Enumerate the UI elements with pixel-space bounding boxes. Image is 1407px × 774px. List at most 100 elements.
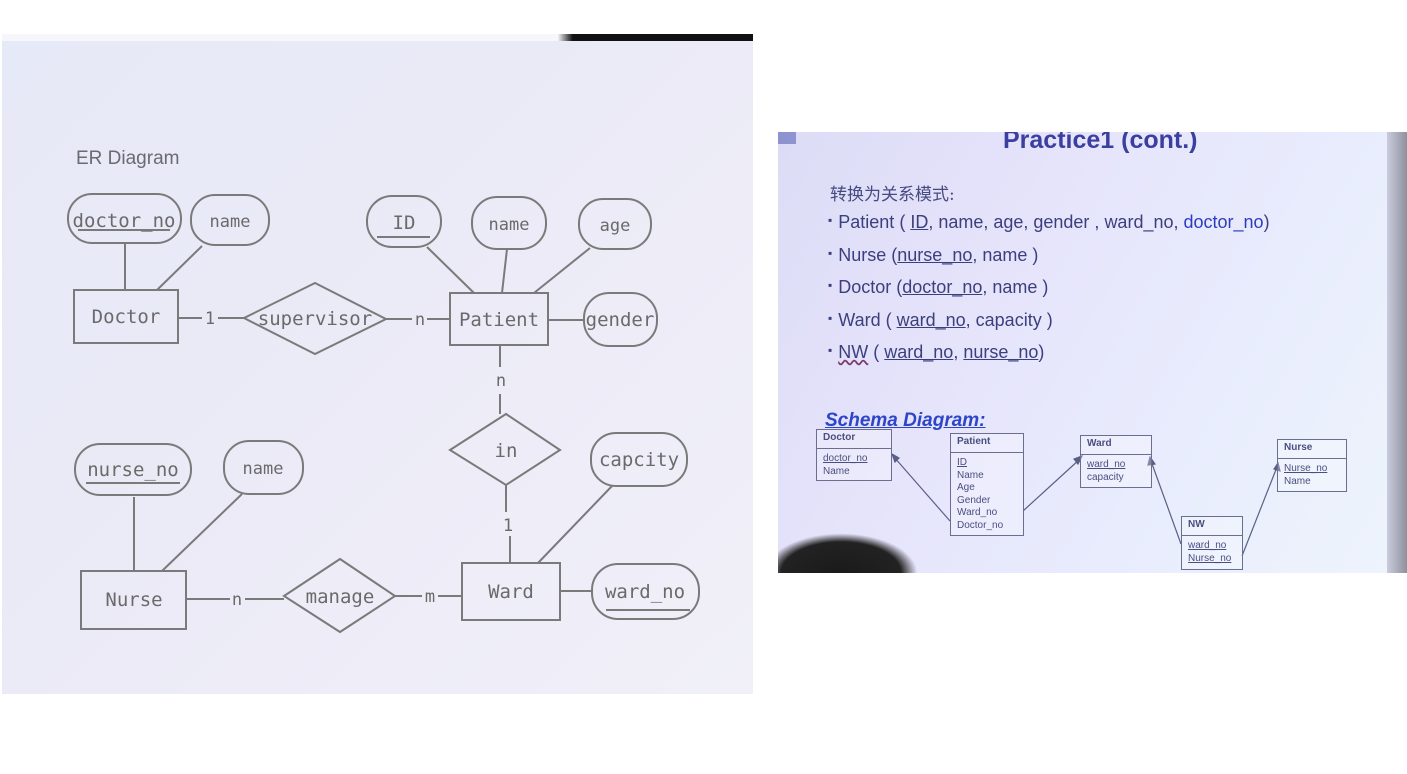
entity-nurse-label: Nurse — [105, 589, 162, 611]
entity-ward-label: Ward — [488, 581, 534, 603]
primary-key: doctor_no — [902, 277, 983, 297]
attr-id — [366, 195, 442, 248]
attr-ward-no — [591, 563, 700, 620]
attributes: , capacity ) — [965, 309, 1053, 330]
schema-field: ward_no — [1188, 540, 1227, 551]
relationship-manage-label: manage — [306, 586, 375, 608]
attr-gender — [583, 292, 658, 347]
slide-corner-mark — [778, 132, 796, 144]
schema-field: Gender — [957, 494, 991, 506]
screen-edge — [1387, 132, 1407, 573]
line-patient-name — [501, 248, 508, 294]
schema-field: capacity — [1087, 471, 1124, 483]
attr-patient-name-label: name — [489, 215, 530, 235]
fk-patient-ward — [1022, 458, 1081, 512]
line-ward-capacity — [537, 485, 613, 564]
entity-doctor-label: Doctor — [92, 306, 161, 328]
paren: ( — [880, 309, 897, 330]
schema-table-fields: ward_no capacity — [1081, 455, 1151, 486]
entity-nurse — [80, 570, 187, 630]
schema-field: Age — [957, 482, 975, 493]
slide-subtitle: 转换为关系模式: — [830, 185, 955, 205]
relation-list: Patient ( ID, name, age, gender , ward_n… — [828, 212, 1270, 375]
attr-capacity-label: capcity — [599, 449, 679, 471]
relation-name: Ward — [838, 309, 881, 330]
card-manage-ward: m — [425, 587, 435, 607]
foreign-key: ward_no — [1104, 212, 1174, 232]
schema-table-header: Nurse — [1278, 440, 1346, 459]
relation-ward: Ward ( ward_no, capacity ) — [828, 310, 1270, 343]
attr-gender-label: gender — [586, 309, 655, 331]
attr-patient-name — [471, 196, 547, 250]
attributes: , name ) — [982, 277, 1049, 297]
schema-table-fields: ward_no Nurse_no — [1182, 536, 1242, 567]
schema-table-header: NW — [1182, 517, 1242, 536]
card-patient-in: n — [496, 371, 506, 391]
card-nurse-manage: n — [232, 590, 242, 610]
schema-table-nurse: Nurse Nurse_no Name — [1277, 439, 1347, 492]
foreground-obstruction — [778, 533, 918, 573]
schema-table-header: Ward — [1081, 436, 1151, 455]
paren: ( — [894, 212, 911, 232]
entity-patient-label: Patient — [459, 309, 539, 331]
relationship-in — [448, 412, 562, 487]
entity-doctor — [73, 289, 179, 344]
schema-table-header: Doctor — [817, 430, 891, 449]
schema-field: Nurse_no — [1284, 463, 1328, 474]
paren: ( — [868, 342, 885, 362]
attr-ward-no-label: ward_no — [605, 581, 685, 603]
schema-field: Ward_no — [957, 507, 998, 518]
primary-key: nurse_no — [897, 244, 973, 265]
card-supervisor-patient: n — [415, 310, 425, 330]
arrow-head — [890, 452, 900, 464]
relation-name: Patient — [838, 212, 895, 232]
relation-name: Doctor — [838, 277, 892, 297]
paren: ( — [891, 277, 903, 297]
relation-nw: NW ( ward_no, nurse_no) — [828, 342, 1270, 375]
attr-age — [578, 198, 652, 250]
separator: , — [953, 342, 964, 362]
line-patient-age — [533, 247, 591, 294]
schema-title: Schema Diagram: — [825, 410, 986, 431]
separator: , — [1173, 212, 1184, 232]
card-in-ward: 1 — [503, 516, 513, 536]
schema-field: doctor_no — [823, 453, 868, 464]
schema-field: ward_no — [1087, 459, 1126, 470]
fk-nw-nurse — [1241, 466, 1278, 557]
attr-nurse-name — [223, 440, 304, 495]
schema-field: Name — [823, 465, 850, 477]
schema-table-fields: ID Name Age Gender Ward_no Doctor_no — [951, 453, 1023, 534]
attributes: , name, age, gender , — [928, 212, 1105, 232]
er-heading: ER Diagram — [76, 148, 179, 169]
relationship-supervisor — [241, 281, 389, 356]
schema-table-patient: Patient ID Name Age Gender Ward_no Docto… — [950, 433, 1024, 536]
entity-patient — [449, 292, 549, 346]
schema-field: Name — [1284, 475, 1311, 487]
attr-nurse-no — [74, 443, 192, 496]
attr-doctor-name-label: name — [210, 212, 251, 232]
schema-table-fields: doctor_no Name — [817, 449, 891, 480]
schema-table-header: Patient — [951, 434, 1023, 453]
line-nurse-name — [161, 493, 243, 572]
entity-ward — [461, 562, 561, 621]
attr-nurse-no-label: nurse_no — [87, 459, 179, 481]
relation-name: NW — [838, 342, 869, 362]
attr-doctor-no — [67, 193, 182, 244]
primary-key: ID — [910, 212, 929, 232]
schema-table-fields: Nurse_no Name — [1278, 459, 1346, 490]
slide-photo: Practice1 (cont.) 转换为关系模式: Patient ( ID,… — [778, 132, 1407, 573]
primary-key: ward_no — [884, 342, 954, 362]
attr-nurse-name-label: name — [243, 459, 284, 479]
schema-table-doctor: Doctor doctor_no Name — [816, 429, 892, 481]
paren: ) — [1038, 342, 1045, 362]
relationship-in-label: in — [495, 440, 518, 462]
fk-patient-doctor — [893, 456, 951, 522]
paren: ) — [1263, 212, 1270, 232]
schema-field: Nurse_no — [1188, 552, 1232, 564]
paren: ( — [886, 244, 898, 265]
schema-table-nw: NW ward_no Nurse_no — [1181, 516, 1243, 570]
primary-key: nurse_no — [963, 342, 1039, 362]
line-doctor-name — [156, 245, 203, 291]
card-doctor-supervisor: 1 — [205, 309, 215, 329]
schema-field: ID — [957, 457, 967, 468]
